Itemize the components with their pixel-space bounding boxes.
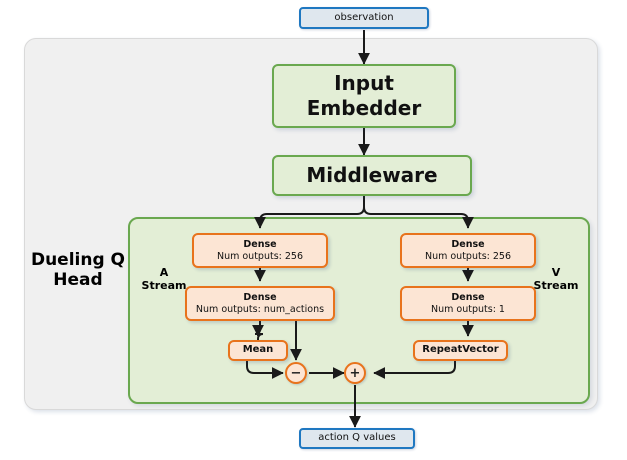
- block-middleware[interactable]: Middleware: [272, 155, 472, 196]
- mean-label: Mean: [242, 344, 274, 356]
- a-stream-dense-256[interactable]: Dense Num outputs: 256: [192, 233, 328, 268]
- observation-label: observation: [334, 11, 394, 23]
- action-q-values-label: action Q values: [318, 432, 396, 444]
- a-stream-line1: A: [159, 266, 169, 279]
- v-stream-repeat-vector[interactable]: RepeatVector: [413, 340, 508, 361]
- v-dense1-title: Dense: [451, 238, 485, 250]
- head-title-line1: Dueling Q: [30, 250, 126, 270]
- value-stream-label: V Stream: [528, 266, 584, 292]
- a-stream-mean[interactable]: Mean: [228, 340, 288, 361]
- input-embedder-label: Input Embedder: [306, 71, 422, 120]
- add-symbol: +: [349, 365, 361, 381]
- dueling-q-head-title: Dueling Q Head: [30, 250, 126, 291]
- v-dense2-title: Dense: [451, 291, 485, 303]
- a-dense2-title: Dense: [243, 291, 277, 303]
- middleware-label: Middleware: [306, 163, 438, 187]
- head-title-line2: Head: [53, 270, 103, 291]
- block-input-embedder[interactable]: Input Embedder: [272, 64, 456, 128]
- v-dense1-sub: Num outputs: 256: [424, 250, 512, 262]
- a-stream-line2: Stream: [141, 279, 187, 293]
- operator-subtract[interactable]: −: [285, 362, 307, 384]
- v-stream-line2: Stream: [533, 279, 579, 293]
- io-node-action-q-values[interactable]: action Q values: [299, 428, 415, 449]
- v-stream-dense-256[interactable]: Dense Num outputs: 256: [400, 233, 536, 268]
- a-dense1-sub: Num outputs: 256: [216, 250, 304, 262]
- io-node-observation[interactable]: observation: [299, 7, 429, 29]
- subtract-symbol: −: [290, 365, 302, 381]
- a-dense2-sub: Num outputs: num_actions: [195, 303, 325, 315]
- operator-add[interactable]: +: [344, 362, 366, 384]
- v-dense2-sub: Num outputs: 1: [431, 303, 505, 315]
- repeat-vector-label: RepeatVector: [422, 344, 499, 356]
- advantage-stream-label: A Stream: [136, 266, 192, 292]
- v-stream-line1: V: [551, 266, 561, 279]
- a-stream-dense-num-actions[interactable]: Dense Num outputs: num_actions: [185, 286, 335, 321]
- a-dense1-title: Dense: [243, 238, 277, 250]
- v-stream-dense-1[interactable]: Dense Num outputs: 1: [400, 286, 536, 321]
